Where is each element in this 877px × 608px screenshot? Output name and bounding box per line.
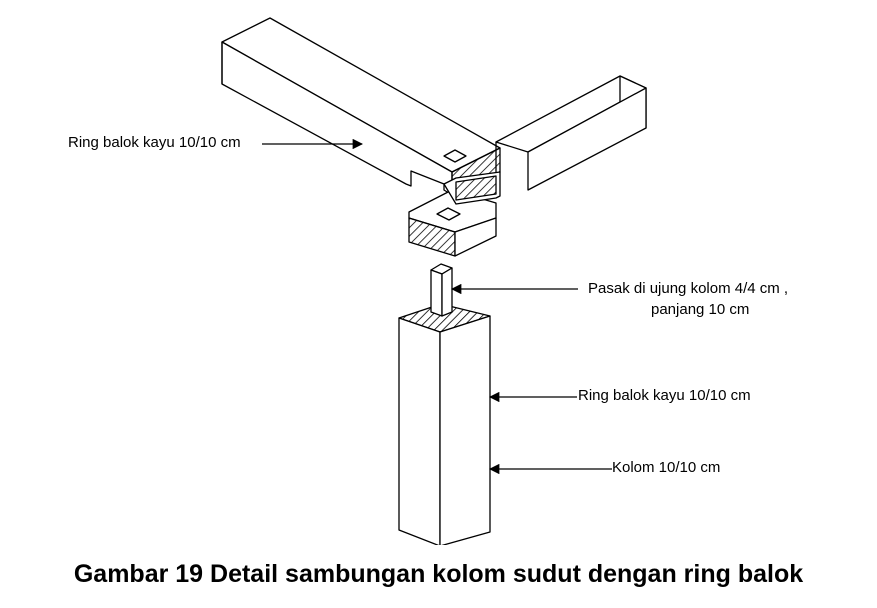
figure-caption: Gambar 19 Detail sambungan kolom sudut d…: [73, 560, 804, 588]
label-pasak-line1: Pasak di ujung kolom 4/4 cm ,: [588, 280, 789, 297]
label-ring-balok-top: Ring balok kayu 10/10 cm: [68, 134, 241, 151]
dowel-hole-top: [443, 149, 467, 163]
ring-beam-a: [221, 17, 501, 196]
ring-beam-b: [495, 75, 647, 191]
dowel-hole-bottom: [436, 207, 461, 221]
label-ring-balok-mid: Ring balok kayu 10/10 cm: [578, 387, 751, 404]
column: [398, 303, 491, 547]
joint-drawing: [221, 17, 647, 547]
dowel-pasak: [430, 263, 453, 317]
label-pasak-line2: panjang 10 cm: [651, 301, 750, 318]
label-kolom: Kolom 10/10 cm: [612, 459, 721, 476]
